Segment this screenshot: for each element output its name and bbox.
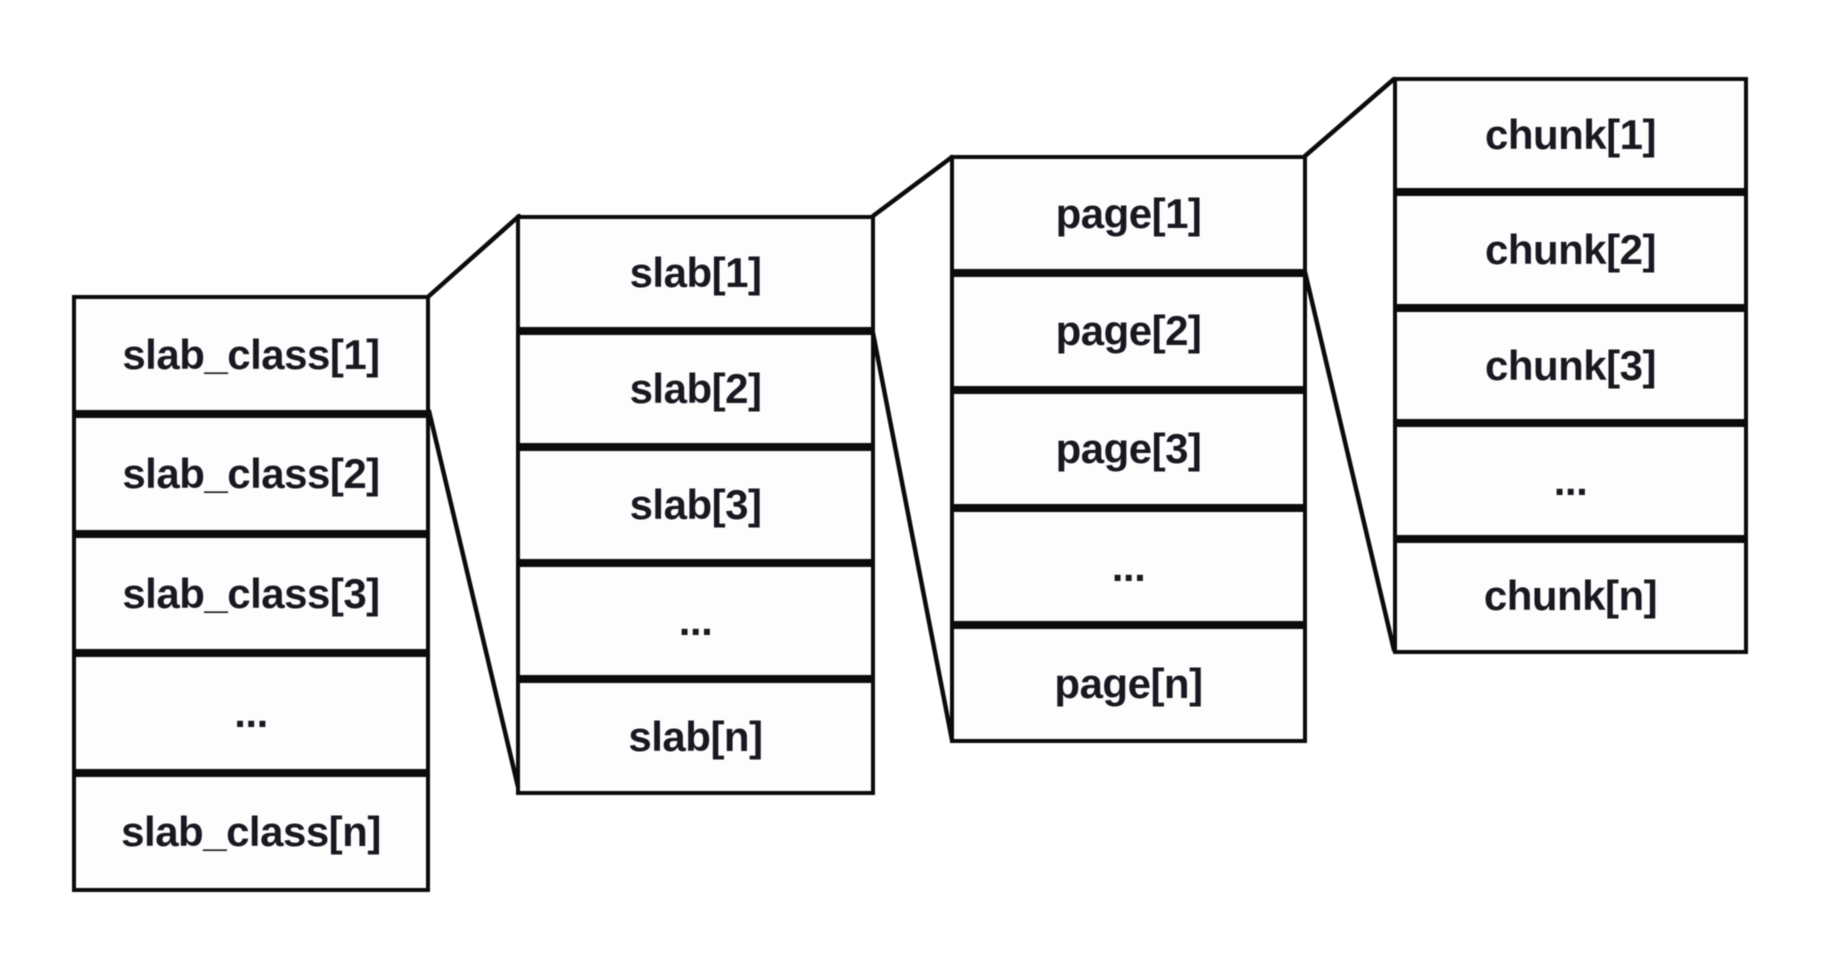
page-cell-2: page[2] <box>950 272 1307 391</box>
chunk-cell-ellipsis: ... <box>1393 423 1748 539</box>
slab-array-column: slab[1] slab[2] slab[3] ... slab[n] <box>516 215 875 795</box>
slab-cell-2: slab[2] <box>516 331 875 447</box>
page-array-column: page[1] page[2] page[3] ... page[n] <box>950 155 1307 743</box>
fan-line-page-to-chunk-top <box>1302 76 1397 159</box>
page-cell-n: page[n] <box>950 625 1307 743</box>
slab-cell-1: slab[1] <box>516 215 875 331</box>
chunk-array-column: chunk[1] chunk[2] chunk[3] ... chunk[n] <box>1393 77 1748 655</box>
slab-class-cell-2: slab_class[2] <box>72 414 430 534</box>
page-cell-3: page[3] <box>950 390 1307 508</box>
chunk-cell-3: chunk[3] <box>1393 307 1748 424</box>
chunk-cell-n: chunk[n] <box>1393 538 1748 655</box>
slab-class-cell-ellipsis: ... <box>72 653 430 773</box>
fan-line-slabclass-to-slab-top <box>426 213 522 299</box>
slab-class-cell-n: slab_class[n] <box>72 772 430 893</box>
slab-cell-3: slab[3] <box>516 447 875 563</box>
chunk-cell-1: chunk[1] <box>1393 77 1748 193</box>
slab-class-cell-3: slab_class[3] <box>72 533 430 654</box>
slab-class-cell-1: slab_class[1] <box>72 295 430 415</box>
fan-line-slab-to-page-bottom <box>870 330 955 743</box>
slab-cell-ellipsis: ... <box>516 563 875 679</box>
page-cell-ellipsis: ... <box>950 507 1307 626</box>
chunk-cell-2: chunk[2] <box>1393 192 1748 308</box>
fan-line-page-to-chunk-bottom <box>1302 269 1397 653</box>
fan-line-slabclass-to-slab-bottom <box>426 408 522 794</box>
page-cell-1: page[1] <box>950 155 1307 273</box>
slab-class-array-column: slab_class[1] slab_class[2] slab_class[3… <box>72 295 430 893</box>
fan-line-slab-to-page-top <box>870 154 955 219</box>
slab-cell-n: slab[n] <box>516 679 875 795</box>
